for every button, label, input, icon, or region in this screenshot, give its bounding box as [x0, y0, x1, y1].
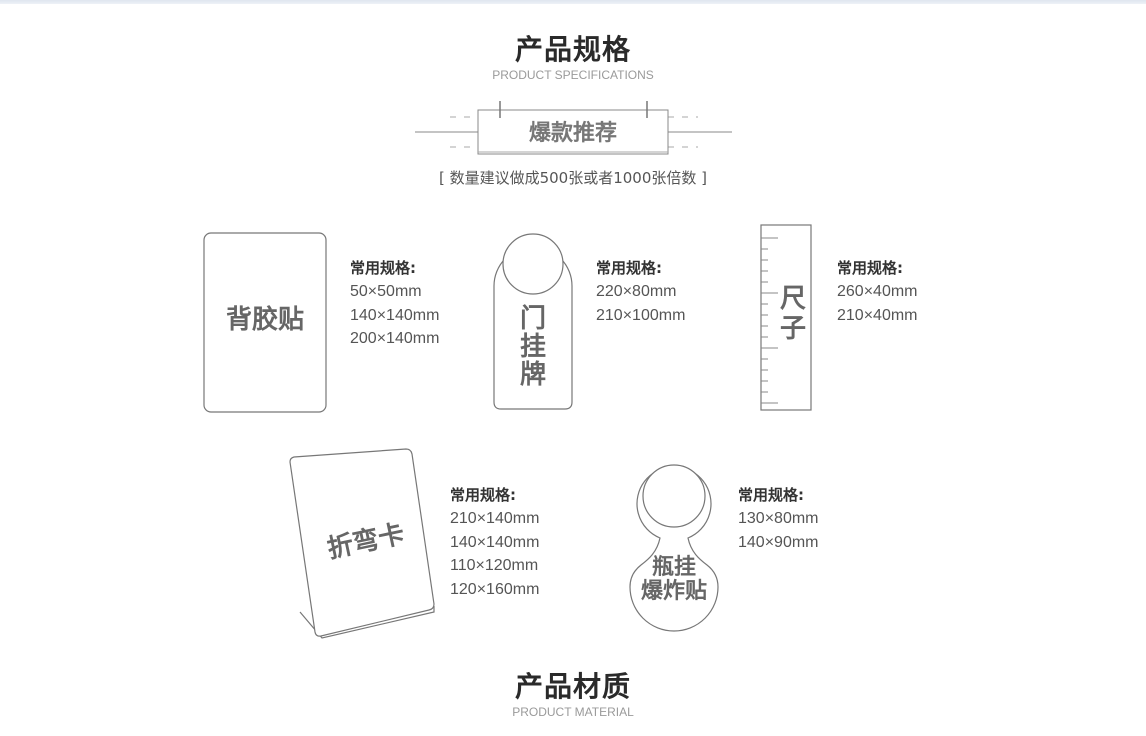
spec-line: 210×140mm [450, 510, 540, 527]
banner-label: 爆款推荐 [529, 120, 617, 146]
spec-heading: 常用规格: [450, 486, 516, 504]
spec-heading: 常用规格: [350, 259, 416, 277]
spec-heading: 常用规格: [738, 486, 804, 504]
section-subtitle-specifications: PRODUCT SPECIFICATIONS [492, 68, 654, 82]
door-hanger-label-line: 门 [520, 304, 546, 334]
door-hanger-specs: 常用规格: 220×80mm 210×100mm [596, 257, 685, 327]
ruler-label-line: 尺 [780, 284, 806, 314]
spec-line: 210×100mm [596, 306, 686, 324]
section-title-specifications: 产品规格 [514, 33, 631, 66]
ruler-illustration: 尺 子 [760, 224, 812, 411]
ruler-label-line: 子 [780, 314, 806, 344]
spec-line: 200×140mm [350, 330, 440, 347]
bottle-hanger-label-line: 瓶挂 [652, 554, 696, 580]
tent-card-specs: 常用规格: 210×140mm 140×140mm 110×120mm 120×… [450, 484, 539, 601]
spec-line: 140×140mm [450, 533, 540, 551]
door-hanger-label-line: 挂 [520, 332, 546, 362]
sticker-illustration: 背胶贴 [203, 232, 327, 413]
spec-line: 120×160mm [450, 580, 540, 598]
bottle-hanger-specs: 常用规格: 130×80mm 140×90mm [738, 484, 819, 554]
spec-line: 260×40mm [837, 283, 918, 300]
spec-line: 210×40mm [837, 306, 918, 324]
spec-line: 140×90mm [738, 533, 819, 551]
spec-line: 130×80mm [738, 510, 819, 527]
ruler-specs: 常用规格: 260×40mm 210×40mm [837, 257, 918, 327]
tent-card-illustration: 折弯卡 [289, 448, 435, 639]
sticker-specs: 常用规格: 50×50mm 140×140mm 200×140mm [350, 257, 439, 351]
hot-recommend-banner: 爆款推荐 [415, 101, 732, 155]
section-subtitle-material: PRODUCT MATERIAL [512, 705, 634, 719]
top-divider-bar [0, 0, 1146, 4]
sticker-label: 背胶贴 [226, 304, 304, 335]
door-hanger-label-line: 牌 [520, 359, 546, 390]
spec-line: 50×50mm [350, 283, 422, 300]
bottle-hanger-illustration: 瓶挂 爆炸贴 [629, 464, 719, 632]
spec-heading: 常用规格: [837, 259, 903, 277]
section-title-material: 产品材质 [514, 670, 631, 703]
bottle-hanger-label-line: 爆炸贴 [641, 578, 707, 604]
spec-line: 110×120mm [450, 557, 539, 574]
spec-line: 220×80mm [596, 283, 677, 300]
spec-heading: 常用规格: [596, 259, 662, 277]
spec-line: 140×140mm [350, 306, 440, 324]
quantity-note: [ 数量建议做成500张或者1000张倍数 ] [438, 169, 708, 187]
door-hanger-illustration: 门 挂 牌 [493, 233, 573, 410]
